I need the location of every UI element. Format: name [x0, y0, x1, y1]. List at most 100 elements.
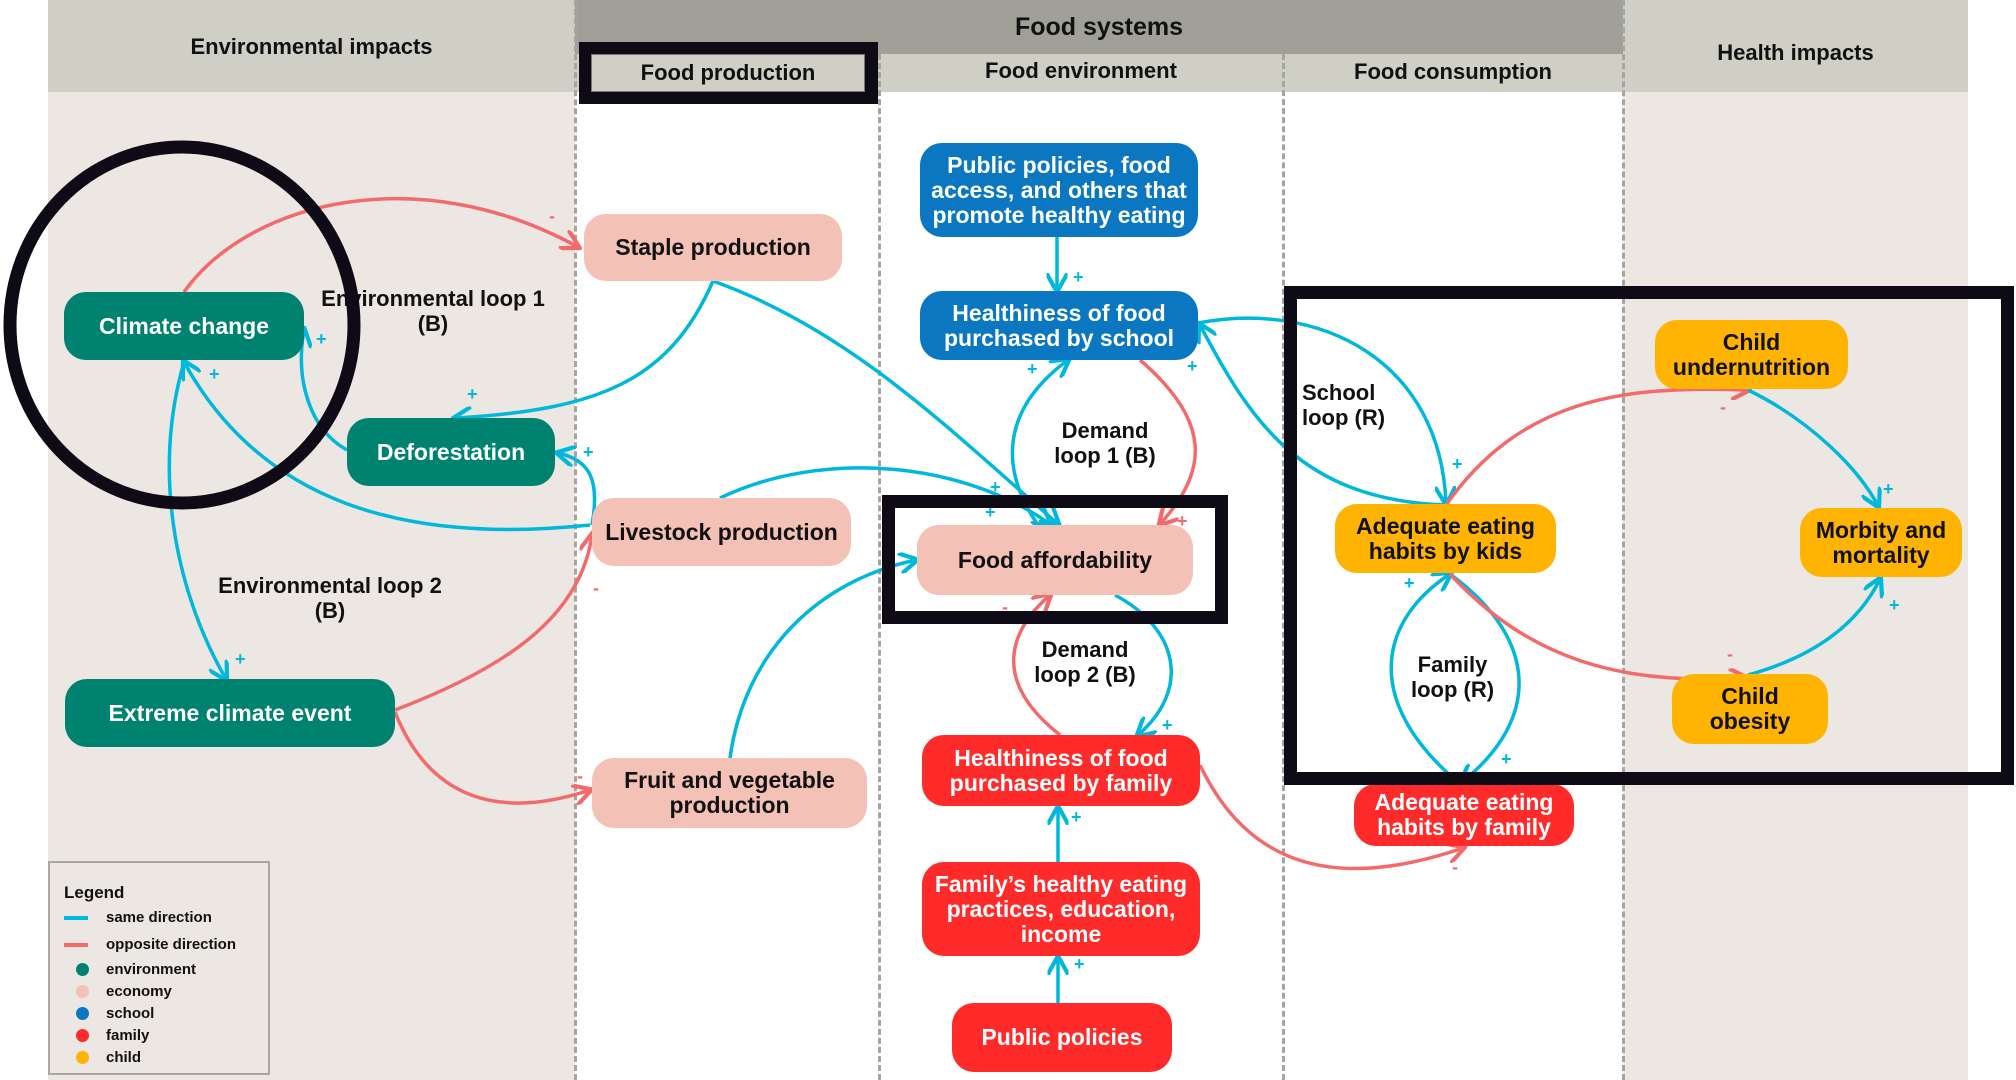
- legend-economy-label: economy: [106, 983, 172, 1000]
- legend-economy: economy: [64, 983, 172, 1000]
- link-school-to-habits-kids: [1197, 316, 1446, 503]
- sign-climate-extreme: +: [235, 649, 246, 669]
- node-food-affordability[interactable]: Food affordability: [917, 525, 1193, 595]
- link-fruit-to-affordability: [728, 560, 916, 759]
- divider-consumption-health: [1622, 0, 1625, 1080]
- sign-habits-kids-obesity: -: [1727, 644, 1733, 664]
- sign-habits-kids-undernutrition: -: [1720, 397, 1726, 417]
- school-dot-icon: [76, 1007, 89, 1020]
- sign-policies-practices: +: [1074, 954, 1085, 974]
- node-healthiness-family[interactable]: Healthiness of food purchased by family: [922, 735, 1200, 806]
- sign-habits-family-kids: +: [1404, 573, 1415, 593]
- sign-school-habits-kids: +: [1452, 454, 1463, 474]
- node-family-practices[interactable]: Family’s healthy eating practices, educa…: [922, 862, 1200, 956]
- family-dot-icon: [76, 1029, 89, 1042]
- economy-dot-icon: [76, 985, 89, 998]
- environmental-impacts-title: Environmental impacts: [190, 34, 433, 59]
- node-adequate-habits-kids[interactable]: Adequate eating habits by kids: [1335, 504, 1556, 573]
- legend-opposite-direction-label: opposite direction: [106, 936, 237, 953]
- food-consumption-title: Food consumption: [1354, 59, 1552, 84]
- food-consumption-subheader: Food consumption: [1283, 54, 1623, 92]
- legend-title: Legend: [64, 883, 125, 902]
- food-systems-title: Food systems: [1014, 13, 1184, 41]
- link-undernutrition-to-morbidity: [1747, 388, 1878, 506]
- legend-child-label: child: [106, 1049, 142, 1066]
- legend-family-label: family: [106, 1027, 150, 1044]
- child-dot-icon: [76, 1051, 89, 1064]
- node-child-obesity[interactable]: Child obesity: [1672, 674, 1828, 744]
- food-production-title: Food production: [640, 60, 816, 85]
- node-extreme-climate-event[interactable]: Extreme climate event: [65, 679, 395, 747]
- same-direction-line-icon: [64, 915, 88, 920]
- node-climate-change[interactable]: Climate change: [64, 292, 304, 360]
- sign-extreme-fruit: -: [577, 766, 583, 786]
- legend-same-direction: same direction: [64, 909, 212, 926]
- link-family-to-habits-family: [1198, 764, 1463, 871]
- environmental-impacts-header: Environmental impacts: [48, 0, 575, 92]
- sign-extreme-livestock: -: [593, 578, 599, 598]
- link-livestock-to-deforestation: [558, 453, 597, 526]
- link-climate-to-staple: [182, 197, 578, 294]
- link-habits-family-to-kids: [1389, 574, 1462, 786]
- node-child-undernutrition[interactable]: Child undernutrition: [1655, 320, 1848, 389]
- legend-school: school: [64, 1005, 154, 1022]
- food-production-title-box: Food production: [591, 54, 865, 92]
- sign-affordability-school: +: [1027, 359, 1038, 379]
- demand-loop-1-label: Demand loop 1 (B): [1054, 418, 1156, 468]
- sign-habits-kids-family: +: [1501, 749, 1512, 769]
- link-staple-to-affordability: [712, 279, 1058, 524]
- legend-opposite-direction: opposite direction: [64, 936, 236, 953]
- node-fruit-vegetable-production[interactable]: Fruit and vegetable production: [592, 758, 867, 828]
- node-livestock-production[interactable]: Livestock production: [592, 498, 851, 566]
- legend-environment-label: environment: [106, 961, 197, 978]
- link-obesity-to-morbidity: [1747, 579, 1880, 677]
- legend-environment: environment: [64, 961, 196, 978]
- legend-same-direction-label: same direction: [106, 909, 212, 926]
- link-habits-kids-to-family: [1448, 572, 1521, 782]
- food-affordability-highlight-box: [882, 495, 1228, 624]
- link-extreme-to-fruit: [393, 711, 590, 803]
- food-environment-subheader: Food environment: [879, 54, 1283, 92]
- sign-livestock-affordability: +: [985, 502, 996, 522]
- node-public-policies-school[interactable]: Public policies, food access, and others…: [920, 143, 1198, 237]
- food-production-highlight: Food production: [579, 42, 878, 104]
- sign-obesity-morbidity: +: [1889, 595, 1900, 615]
- node-staple-production[interactable]: Staple production: [584, 214, 842, 281]
- legend-school-label: school: [106, 1005, 155, 1022]
- legend-child: child: [64, 1049, 141, 1066]
- divider-environment-consumption: [1282, 54, 1285, 1080]
- node-deforestation[interactable]: Deforestation: [347, 418, 555, 486]
- sign-policies-school: +: [1073, 267, 1084, 287]
- node-morbidity-mortality[interactable]: Morbity and mortality: [1800, 508, 1962, 577]
- sign-habits-kids-school: +: [1187, 356, 1198, 376]
- node-public-policies-family[interactable]: Public policies: [952, 1003, 1172, 1072]
- link-staple-to-deforestation: [455, 280, 715, 418]
- node-adequate-habits-family[interactable]: Adequate eating habits by family: [1354, 784, 1574, 846]
- family-loop-label: Family loop (R): [1410, 652, 1495, 702]
- sign-affordability-family: +: [1162, 715, 1173, 735]
- sign-livestock-climate: +: [209, 364, 220, 384]
- link-habits-kids-to-undernutrition: [1444, 389, 1748, 507]
- opposite-direction-line-icon: [64, 942, 88, 947]
- divider-production-environment: [878, 54, 881, 1080]
- sign-family-affordability: -: [1002, 597, 1008, 617]
- sign-livestock-deforestation: +: [583, 442, 594, 462]
- sign-undernutrition-morbidity: +: [1883, 479, 1894, 499]
- legend-family: family: [64, 1027, 149, 1044]
- sign-staple-affordability: +: [990, 477, 1001, 497]
- env-loop-2-label: Environmental loop 2 (B): [218, 573, 442, 623]
- health-impacts-header: Health impacts: [1623, 0, 1968, 92]
- sign-family-habits-family: -: [1452, 857, 1458, 877]
- divider-env-production: [574, 0, 577, 1080]
- link-extreme-to-livestock: [394, 535, 592, 712]
- link-family-to-affordability: [1011, 595, 1062, 737]
- env-loop-1-label: Environmental loop 1 (B): [321, 286, 545, 336]
- health-impacts-title: Health impacts: [1717, 40, 1874, 65]
- legend: Legend same direction opposite direction…: [48, 861, 270, 1075]
- demand-loop-2-label: Demand loop 2 (B): [1034, 637, 1136, 687]
- child-outcomes-highlight-box: [1284, 286, 2014, 785]
- node-healthiness-school[interactable]: Healthiness of food purchased by school: [920, 291, 1198, 360]
- school-loop-label: School loop (R): [1302, 380, 1386, 430]
- environment-dot-icon: [76, 963, 89, 976]
- sign-practices-family: +: [1071, 807, 1082, 827]
